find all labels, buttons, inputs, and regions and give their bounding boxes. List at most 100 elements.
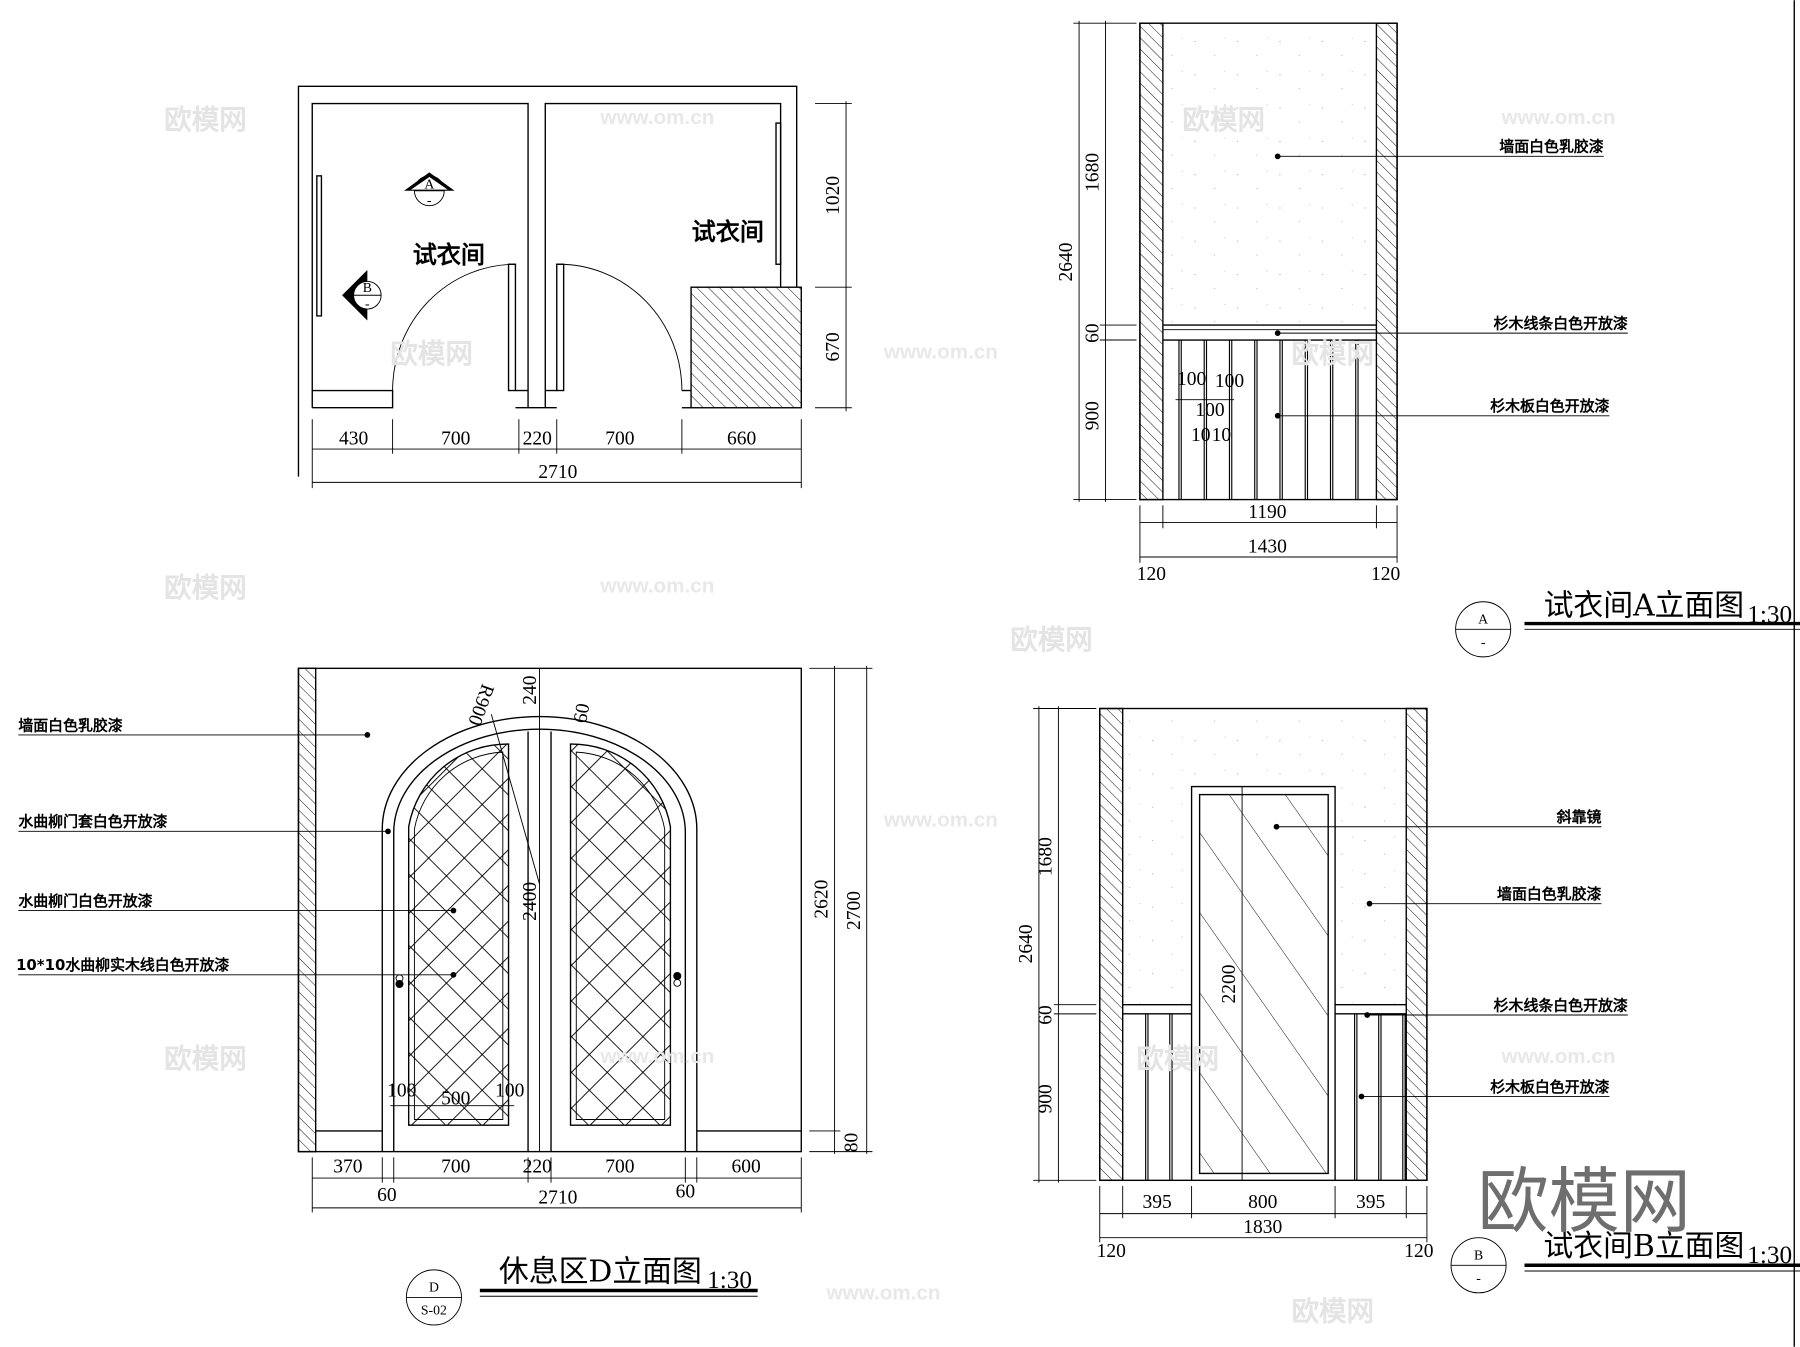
svg-text:100: 100 bbox=[1177, 369, 1206, 390]
callout: 杉木线条白色开放漆 bbox=[1364, 996, 1628, 1018]
svg-text:430: 430 bbox=[339, 428, 368, 449]
watermark-logo: 欧模网 bbox=[164, 572, 247, 604]
svg-text:-: - bbox=[1476, 1270, 1481, 1285]
svg-text:2710: 2710 bbox=[538, 1187, 577, 1208]
svg-text:-: - bbox=[427, 193, 432, 208]
svg-text:斜靠镜: 斜靠镜 bbox=[1556, 808, 1602, 826]
svg-text:120: 120 bbox=[1371, 564, 1400, 585]
door-swing-arc bbox=[556, 263, 683, 391]
watermark-url: www.om.cn bbox=[883, 340, 998, 363]
elevation-b: 2200 2640 1680 60 900 395 800 395 1830 1… bbox=[1016, 706, 1800, 1294]
svg-text:120: 120 bbox=[1097, 1241, 1126, 1262]
svg-text:120: 120 bbox=[1137, 564, 1166, 585]
svg-text:2200: 2200 bbox=[1219, 965, 1240, 1004]
callout: 水曲柳门白色开放漆 bbox=[18, 892, 457, 914]
svg-text:500: 500 bbox=[441, 1089, 470, 1110]
watermark-url: www.om.cn bbox=[599, 1045, 714, 1068]
svg-text:60: 60 bbox=[570, 702, 594, 725]
callout: 墙面白色乳胶漆 bbox=[1366, 885, 1601, 907]
svg-text:80: 80 bbox=[842, 1133, 863, 1153]
svg-text:1680: 1680 bbox=[1036, 837, 1057, 876]
svg-text:100: 100 bbox=[387, 1081, 416, 1102]
wall-section bbox=[1139, 22, 1164, 501]
room-label: 试衣间 bbox=[413, 241, 485, 269]
svg-text:1430: 1430 bbox=[1248, 536, 1287, 557]
svg-text:2400: 2400 bbox=[520, 882, 541, 921]
svg-text:杉木板白色开放漆: 杉木板白色开放漆 bbox=[1490, 397, 1609, 415]
svg-text:-: - bbox=[1481, 635, 1486, 650]
svg-text:1680: 1680 bbox=[1083, 153, 1104, 192]
watermark-logo: 欧模网 bbox=[164, 1043, 247, 1075]
door-leaf bbox=[556, 263, 565, 392]
watermark-url: www.om.cn bbox=[1501, 106, 1616, 129]
watermark-logo: 欧模网 bbox=[1136, 1043, 1219, 1075]
svg-text:660: 660 bbox=[727, 428, 756, 449]
svg-text:2640: 2640 bbox=[1016, 924, 1037, 963]
svg-text:100: 100 bbox=[495, 1081, 524, 1102]
watermark-url: www.om.cn bbox=[883, 809, 998, 832]
callout: 斜靠镜 bbox=[1273, 808, 1602, 830]
svg-text:10: 10 bbox=[1191, 425, 1211, 446]
watermark-logo: 欧模网 bbox=[1182, 104, 1265, 136]
svg-text:2640: 2640 bbox=[1056, 242, 1077, 281]
door-leaf bbox=[507, 263, 517, 392]
svg-text:220: 220 bbox=[523, 1156, 552, 1177]
svg-text:2710: 2710 bbox=[538, 462, 577, 483]
wall-section bbox=[1375, 22, 1398, 501]
watermark-url: www.om.cn bbox=[1501, 1045, 1616, 1068]
watermark-url: www.om.cn bbox=[826, 1282, 941, 1305]
wall-section bbox=[1405, 707, 1428, 1182]
svg-text:800: 800 bbox=[1248, 1192, 1277, 1213]
watermark-logo: 欧模网 bbox=[1291, 338, 1374, 370]
svg-text:700: 700 bbox=[441, 1156, 470, 1177]
room-label: 试衣间 bbox=[692, 218, 764, 246]
svg-text:2700: 2700 bbox=[844, 891, 865, 930]
svg-text:1190: 1190 bbox=[1248, 502, 1286, 523]
svg-text:120: 120 bbox=[1404, 1241, 1433, 1262]
svg-text:240: 240 bbox=[520, 676, 541, 705]
view-marker-a: A - bbox=[404, 172, 455, 208]
svg-text:2620: 2620 bbox=[812, 880, 833, 919]
callout: 杉木线条白色开放漆 bbox=[1274, 315, 1628, 336]
door-glass-left bbox=[407, 743, 510, 1126]
svg-text:100: 100 bbox=[1195, 400, 1224, 421]
svg-text:杉木线条白色开放漆: 杉木线条白色开放漆 bbox=[1494, 315, 1628, 333]
hatched-column bbox=[690, 286, 802, 409]
svg-text:试衣间B立面图: 试衣间B立面图 bbox=[1543, 1229, 1744, 1264]
svg-text:220: 220 bbox=[523, 428, 552, 449]
watermark-logo: 欧模网 bbox=[390, 338, 473, 370]
svg-text:A: A bbox=[424, 176, 434, 191]
door-glass-right bbox=[569, 743, 672, 1126]
door-knob bbox=[673, 971, 682, 987]
svg-text:10*10水曲柳实木线白色开放漆: 10*10水曲柳实木线白色开放漆 bbox=[16, 956, 229, 974]
watermark-url: www.om.cn bbox=[599, 106, 714, 129]
svg-text:试衣间A立面图: 试衣间A立面图 bbox=[1544, 589, 1745, 624]
callout: 10*10水曲柳实木线白色开放漆 bbox=[16, 956, 457, 978]
drawing-title: D S-02 休息区D立面图 1:30 bbox=[405, 1254, 758, 1326]
wood-panels bbox=[1178, 340, 1359, 500]
svg-text:-: - bbox=[365, 296, 370, 311]
svg-text:60: 60 bbox=[1036, 1005, 1057, 1025]
mirror bbox=[775, 122, 782, 265]
svg-text:700: 700 bbox=[605, 428, 634, 449]
svg-text:B: B bbox=[1474, 1248, 1483, 1263]
svg-text:1830: 1830 bbox=[1243, 1217, 1282, 1238]
svg-text:墙面白色乳胶漆: 墙面白色乳胶漆 bbox=[1497, 885, 1601, 903]
watermark-logo: 欧模网 bbox=[1010, 624, 1093, 656]
elevation-d: R900 240 60 2400 100 500 100 墙面白色乳胶漆 水曲柳… bbox=[16, 666, 873, 1326]
svg-text:B: B bbox=[363, 280, 372, 295]
door-knob bbox=[395, 974, 404, 989]
svg-text:A: A bbox=[1478, 612, 1488, 627]
wall-section bbox=[297, 667, 317, 1153]
svg-text:墙面白色乳胶漆: 墙面白色乳胶漆 bbox=[1499, 138, 1603, 156]
wall-section bbox=[1099, 707, 1124, 1182]
drawing-title: B - 试衣间B立面图 1:30 bbox=[1450, 1229, 1800, 1294]
svg-text:100: 100 bbox=[1215, 371, 1244, 392]
svg-text:370: 370 bbox=[333, 1156, 362, 1177]
svg-text:700: 700 bbox=[441, 428, 470, 449]
watermark-url: www.om.cn bbox=[599, 575, 714, 598]
watermark-logo-large: 欧模网 bbox=[1477, 1160, 1690, 1243]
drawing-title: A - 试衣间A立面图 1:30 bbox=[1455, 589, 1800, 658]
leaning-mirror: 2200 bbox=[1190, 785, 1336, 1182]
